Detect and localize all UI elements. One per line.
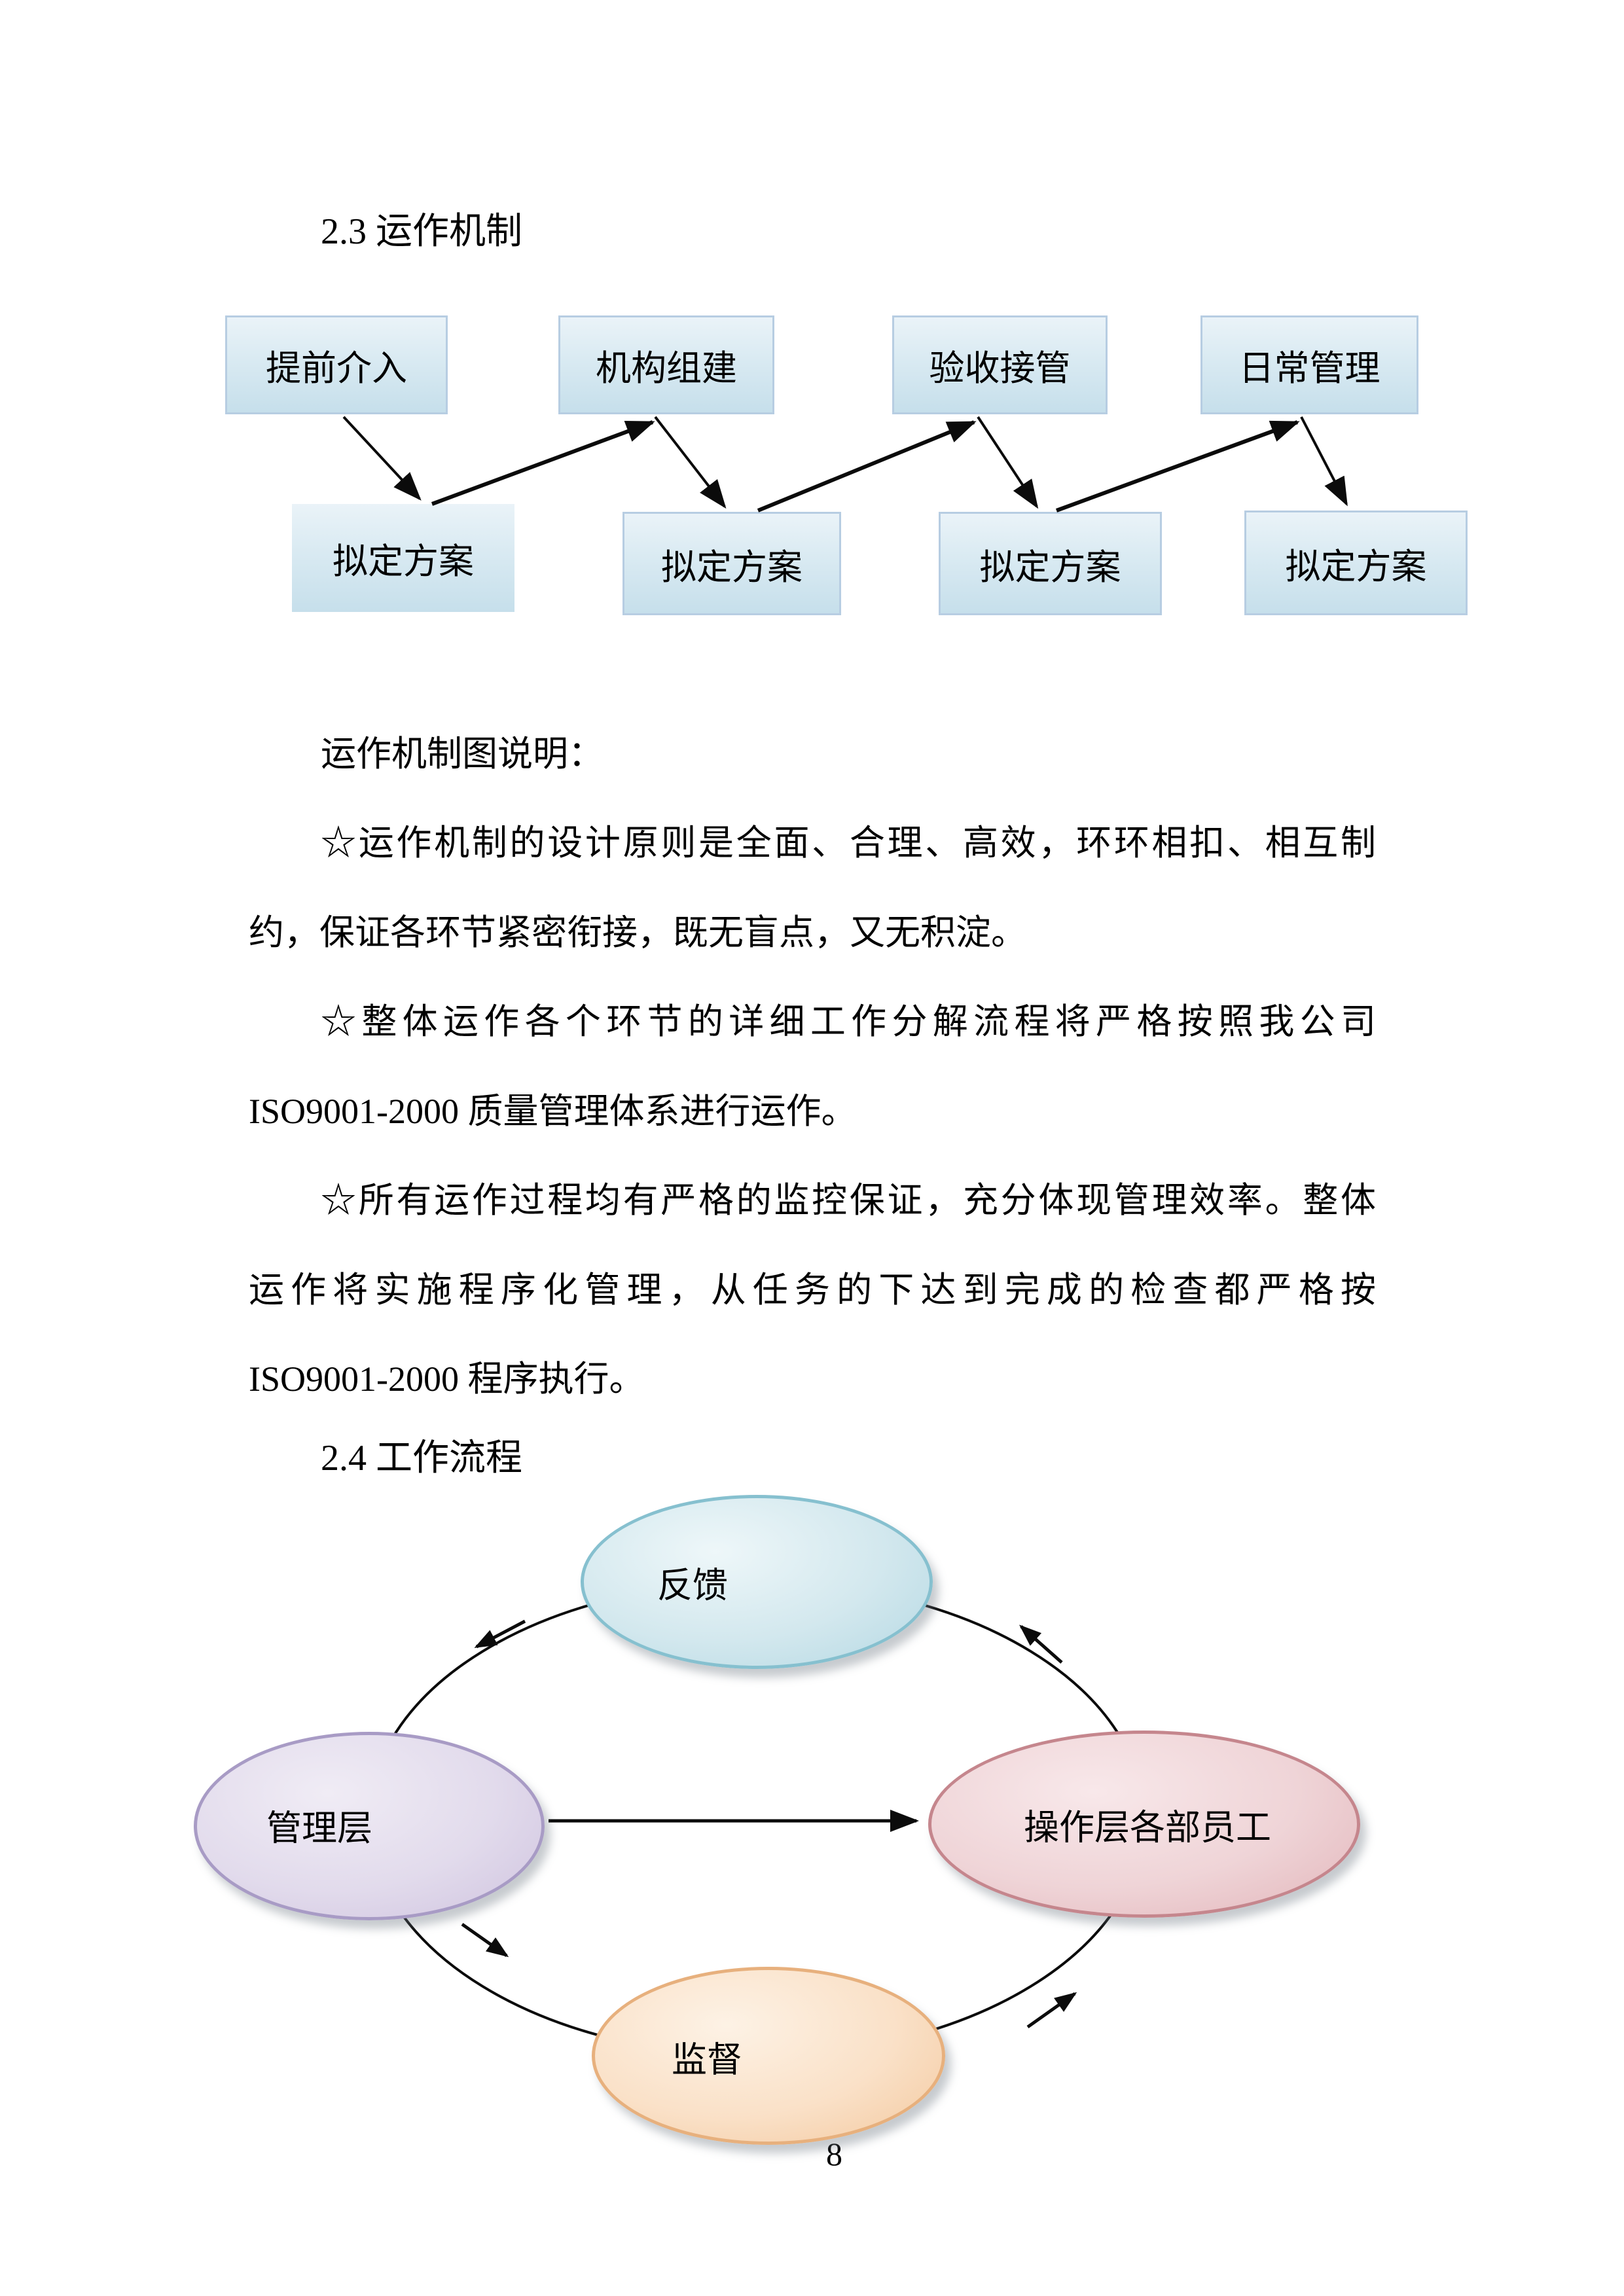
page-number: 8 <box>826 2136 842 2172</box>
paragraph-line: ☆整体运作各个环节的详细工作分解流程将严格按照我公司 <box>321 1002 1376 1041</box>
flowchart-box-early-intervention: 提前介入 <box>225 315 448 414</box>
paragraph-line: ISO9001-2000 程序执行。 <box>249 1359 645 1399</box>
paragraph-line: ISO9001-2000 质量管理体系进行运作。 <box>249 1092 857 1131</box>
flowchart-box-draft-plan-2: 拟定方案 <box>623 512 841 615</box>
cycle-node-label-management: 管理层 <box>266 1808 372 1848</box>
cycle-node-label-supervision: 监督 <box>672 2040 742 2080</box>
flowchart-box-label: 机构组建 <box>596 349 737 388</box>
flowchart-box-label: 拟定方案 <box>333 542 474 581</box>
paragraph-line: ☆运作机制的设计原则是全面、合理、高效，环环相扣、相互制 <box>321 823 1376 863</box>
cycle-node-feedback <box>581 1495 933 1669</box>
cycle-node-supervision <box>592 1967 945 2145</box>
flowchart-box-label: 拟定方案 <box>661 547 803 587</box>
flowchart-box-label: 提前介入 <box>266 349 407 388</box>
cycle-node-operation-staff <box>928 1731 1360 1918</box>
flowchart-box-label: 日常管理 <box>1238 349 1380 388</box>
flowchart-box-acceptance-takeover: 验收接管 <box>892 315 1108 414</box>
cycle-node-label-operation-staff: 操作层各部员工 <box>1024 1808 1271 1848</box>
cycle-node-management <box>194 1732 545 1920</box>
flowchart-box-org-setup: 机构组建 <box>558 315 774 414</box>
paragraph-line: 运作将实施程序化管理，从任务的下达到完成的检查都严格按 <box>249 1270 1376 1310</box>
flowchart-box-draft-plan-4: 拟定方案 <box>1244 511 1468 615</box>
flowchart-box-daily-management: 日常管理 <box>1200 315 1418 414</box>
section-heading-2-3: 2.3 运作机制 <box>321 211 522 252</box>
flowchart-box-label: 拟定方案 <box>1285 547 1427 586</box>
section-heading-2-4: 2.4 工作流程 <box>321 1438 522 1479</box>
paragraph-line: 运作机制图说明： <box>321 734 604 774</box>
cycle-node-label-feedback: 反馈 <box>657 1566 728 1605</box>
flowchart-box-label: 验收接管 <box>929 349 1071 388</box>
flowchart-box-draft-plan-3: 拟定方案 <box>939 512 1162 615</box>
paragraph-line: 约，保证各环节紧密衔接，既无盲点，又无积淀。 <box>249 913 1026 952</box>
flowchart-box-draft-plan-1: 拟定方案 <box>292 504 514 612</box>
paragraph-line: ☆所有运作过程均有严格的监控保证，充分体现管理效率。整体 <box>321 1181 1376 1220</box>
flowchart-box-label: 拟定方案 <box>979 547 1121 587</box>
